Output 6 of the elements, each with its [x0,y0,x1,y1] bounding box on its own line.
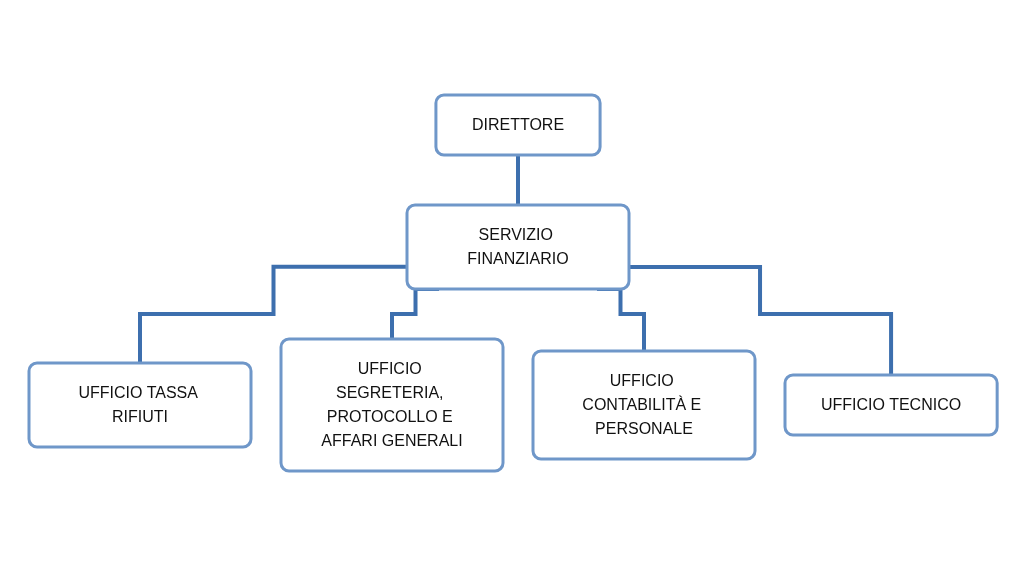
node-box: UFFICIO SEGRETERIA, PROTOCOLLO E AFFARI GENERALI [279,337,505,472]
node-box: UFFICIO TASSA RIFIUTI [27,361,253,448]
node-box: DIRETTORE [434,93,602,156]
node-box: UFFICIO CONTABILITÀ E PERSONALE [531,349,757,460]
node-box: SERVIZIO FINANZIARIO [405,203,631,290]
node-box: UFFICIO TECNICO [783,373,999,436]
